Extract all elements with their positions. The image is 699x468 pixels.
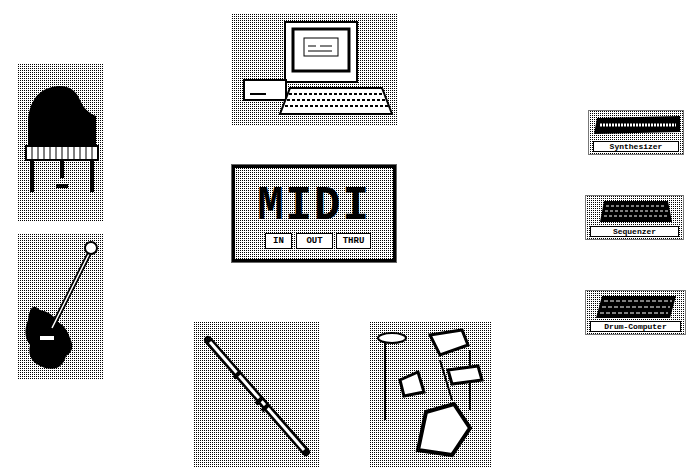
computer-panel bbox=[232, 13, 398, 125]
monitor-screen bbox=[293, 29, 349, 71]
box-label: IN bbox=[266, 234, 291, 248]
monitor bbox=[285, 22, 357, 82]
drum-stands bbox=[385, 340, 470, 420]
piano-legs bbox=[32, 160, 92, 192]
computer-keyboard bbox=[280, 88, 392, 114]
tom-drum bbox=[400, 372, 424, 396]
flute-joints bbox=[234, 372, 268, 411]
instrument-panel: Sequenzer bbox=[585, 195, 684, 240]
panel-bg bbox=[18, 64, 104, 222]
box-label: Synthesizer bbox=[593, 141, 679, 152]
box-label: Drum-Computer bbox=[590, 321, 681, 332]
guitar-panel bbox=[18, 233, 104, 379]
bass-drum bbox=[418, 404, 470, 455]
instrument-panel: Drum-Computer bbox=[585, 290, 686, 335]
panel-bg bbox=[194, 322, 320, 467]
piano-panel bbox=[18, 64, 104, 222]
tom-drum bbox=[448, 366, 482, 384]
panel-bg bbox=[232, 13, 398, 125]
guitar-body bbox=[25, 307, 72, 369]
box-label: THRU bbox=[337, 234, 370, 248]
computer-unit bbox=[244, 80, 286, 100]
guitar-neck bbox=[52, 252, 90, 328]
flute-highlight bbox=[210, 342, 304, 450]
keyboard-keys bbox=[285, 94, 388, 106]
panel-bg bbox=[370, 322, 492, 467]
port-box: OUT bbox=[296, 233, 333, 249]
guitar-strings bbox=[52, 252, 90, 328]
port-box: IN bbox=[265, 233, 292, 249]
screen-lines bbox=[308, 46, 332, 51]
port-box: THRU bbox=[336, 233, 371, 249]
midi-box: MIDI IN OUT THRU bbox=[232, 165, 396, 262]
flute-body bbox=[208, 340, 306, 452]
box-label: Sequenzer bbox=[590, 226, 679, 237]
panel-bg bbox=[18, 233, 104, 379]
screen-window bbox=[304, 38, 338, 56]
key-lines bbox=[32, 146, 92, 160]
box-title: MIDI bbox=[235, 182, 393, 230]
guitar-bridge bbox=[40, 336, 54, 340]
guitar-head bbox=[85, 242, 97, 254]
cymbal bbox=[378, 333, 406, 343]
box-label: OUT bbox=[297, 234, 332, 248]
tom-drum bbox=[430, 330, 468, 355]
drive-slot bbox=[250, 93, 266, 95]
instrument-panel: Synthesizer bbox=[588, 110, 684, 155]
piano-body bbox=[28, 86, 96, 150]
drums-panel bbox=[370, 322, 492, 467]
piano-keys bbox=[26, 146, 98, 160]
flute-panel bbox=[194, 322, 320, 467]
